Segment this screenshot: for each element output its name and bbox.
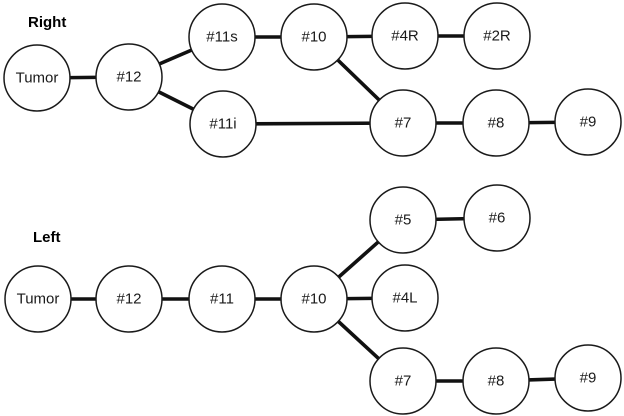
node-circle-left-5 [369,186,437,254]
node-left-9: #9 [554,344,622,412]
section-label-right: Right [28,14,66,31]
node-circle-left-6 [463,184,531,252]
node-right-12: #12 [95,43,163,111]
node-circle-right-4R [371,2,439,70]
node-circle-right-10 [280,3,348,71]
node-circle-left-10 [280,265,348,333]
node-circle-left-4L [371,264,439,332]
node-label-right-10: #10 [301,29,326,46]
node-label-left-12: #12 [116,291,141,308]
node-circle-right-7 [369,89,437,157]
diagram-right: Tumor #12 #11s #10 #4R #2R #11i #7 #8 #9 Right [3,2,622,158]
node-circle-left-9 [554,344,622,412]
node-left-5: #5 [369,186,437,254]
node-label-left-10: #10 [301,291,326,308]
section-label-left: Left [33,229,61,246]
node-circle-left-7 [369,347,437,415]
node-circle-right-2R [463,2,531,70]
node-circle-right-tumor [3,44,71,112]
node-left-11: #11 [188,265,256,333]
node-label-left-7: #7 [395,373,412,390]
node-label-right-4R: #4R [391,28,419,45]
node-label-left-8: #8 [488,373,505,390]
node-left-10: #10 [280,265,348,333]
node-label-left-11: #11 [210,291,234,308]
node-circle-right-9 [554,88,622,156]
node-right-11s: #11s [188,3,256,71]
node-label-right-9: #9 [580,114,597,131]
node-left-7: #7 [369,347,437,415]
node-left-tumor: Tumor [4,265,72,333]
node-right-4R: #4R [371,2,439,70]
node-label-right-tumor: Tumor [16,70,59,87]
node-label-right-2R: #2R [483,28,511,45]
node-label-right-11i: #11i [209,116,236,133]
node-right-2R: #2R [463,2,531,70]
node-circle-right-8 [462,89,530,157]
node-left-6: #6 [463,184,531,252]
node-left-12: #12 [95,265,163,333]
node-circle-left-12 [95,265,163,333]
node-circle-left-11 [188,265,256,333]
node-left-4L: #4L [371,264,439,332]
node-right-10: #10 [280,3,348,71]
node-label-right-11s: #11s [206,29,237,46]
node-circle-left-8 [462,347,530,415]
node-label-left-6: #6 [489,210,506,227]
node-label-right-12: #12 [116,69,141,86]
node-circle-right-11s [188,3,256,71]
node-right-8: #8 [462,89,530,157]
diagram-left: Tumor #12 #11 #10 #5 #6 #4L #7 #8 #9 Left [4,184,622,415]
node-label-left-tumor: Tumor [17,291,60,308]
node-label-right-7: #7 [395,115,412,132]
node-label-left-5: #5 [395,212,412,229]
node-label-right-8: #8 [488,115,505,132]
node-label-left-9: #9 [580,370,597,387]
node-right-7: #7 [369,89,437,157]
node-right-tumor: Tumor [3,44,71,112]
node-right-9: #9 [554,88,622,156]
node-circle-left-tumor [4,265,72,333]
node-left-8: #8 [462,347,530,415]
node-circle-right-11i [189,90,257,158]
node-label-left-4L: #4L [392,290,417,307]
node-right-11i: #11i [189,90,257,158]
node-circle-right-12 [95,43,163,111]
